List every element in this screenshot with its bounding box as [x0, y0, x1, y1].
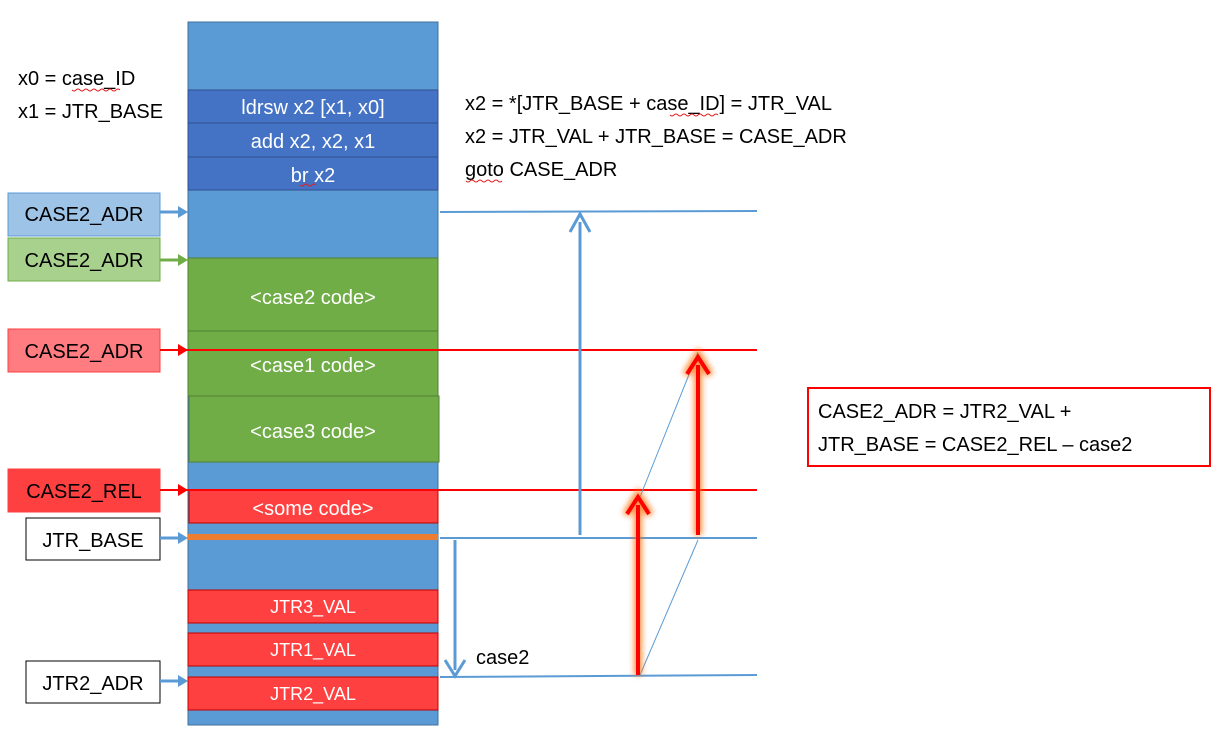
- explanation-line-3: goto CASE_ADR: [465, 159, 617, 181]
- arrowhead-red-case2-adr: [178, 344, 188, 356]
- label-case2-adr-blue: CASE2_ADR: [25, 204, 144, 226]
- case3-code-block: [188, 395, 440, 463]
- diagonal-line-lower: [639, 539, 699, 676]
- formula-line-1: CASE2_ADR = JTR2_VAL +: [818, 401, 1071, 423]
- case1-code-label: <case1 code>: [250, 355, 376, 377]
- label-jtr2-adr-box: [25, 660, 161, 704]
- red-arrow-jtr2-val: [622, 487, 654, 675]
- some-code-block: [188, 489, 439, 524]
- label-case2-adr-green-box: [7, 237, 161, 282]
- case1-code-block: [187, 330, 439, 397]
- formula-line-2: JTR_BASE = CASE2_REL – case2: [818, 434, 1132, 456]
- instr-block-ldrsw: [187, 89, 439, 124]
- case2-code-block: [187, 257, 439, 332]
- arrowhead-green: [178, 254, 188, 266]
- label-case2-adr-blue-box: [7, 192, 161, 237]
- register-x1: x1 = JTR_BASE: [18, 101, 163, 123]
- jtr1-val-block: [187, 632, 439, 667]
- line-case2-adr-blue: [439, 210, 758, 213]
- label-case2-rel-box: [7, 468, 161, 513]
- explanation-line-1: x2 = *[JTR_BASE + case_ID] = JTR_VAL: [465, 93, 832, 115]
- arrowhead-red-case2-rel: [178, 484, 188, 496]
- spellcheck-squiggle: [669, 113, 719, 117]
- arrowhead-up-blue: [568, 210, 592, 233]
- jtr3-val-block: [187, 589, 439, 624]
- case2-code-label: <case2 code>: [250, 287, 376, 309]
- spellcheck-squiggle: [465, 179, 503, 183]
- case3-code-label: <case3 code>: [250, 421, 376, 443]
- jtr1-val-label: JTR1_VAL: [270, 640, 356, 661]
- label-case2-adr-green: CASE2_ADR: [25, 250, 144, 272]
- jtr3-val-label: JTR3_VAL: [270, 597, 356, 618]
- register-x0: x0 = case_ID: [18, 68, 135, 90]
- spellcheck-squiggle: [299, 183, 317, 187]
- arrowhead-blue: [178, 206, 188, 218]
- instr-block-add: [187, 122, 439, 158]
- instr-ldrsw: ldrsw x2 [x1, x0]: [241, 97, 384, 119]
- jtr2-val-label: JTR2_VAL: [270, 684, 356, 705]
- explanation-line-2: x2 = JTR_VAL + JTR_BASE = CASE_ADR: [465, 126, 847, 148]
- label-jtr-base-box: [25, 517, 161, 561]
- label-case2-adr-red-box: [7, 328, 161, 373]
- jtr-base-marker: [188, 534, 438, 540]
- label-case2-adr-red: CASE2_ADR: [25, 341, 144, 363]
- label-jtr-base: JTR_BASE: [42, 530, 143, 552]
- instr-br: br x2: [291, 165, 335, 187]
- formula-box: [807, 387, 1211, 467]
- arrowhead-jtr2-adr: [178, 675, 188, 687]
- red-arrow-jtr-base: [682, 347, 714, 535]
- arrowhead-jtr-base: [178, 532, 188, 544]
- instr-add: add x2, x2, x1: [251, 131, 376, 153]
- label-jtr2-adr: JTR2_ADR: [42, 673, 143, 695]
- offset-label: case2: [476, 647, 529, 669]
- spellcheck-squiggle: [71, 88, 121, 92]
- arrowhead-down-blue: [443, 659, 467, 679]
- some-code-label: <some code>: [252, 498, 373, 520]
- jtr2-val-block: [187, 676, 439, 711]
- label-case2-rel: CASE2_REL: [26, 481, 142, 503]
- line-jtr2-adr-blue: [439, 674, 758, 678]
